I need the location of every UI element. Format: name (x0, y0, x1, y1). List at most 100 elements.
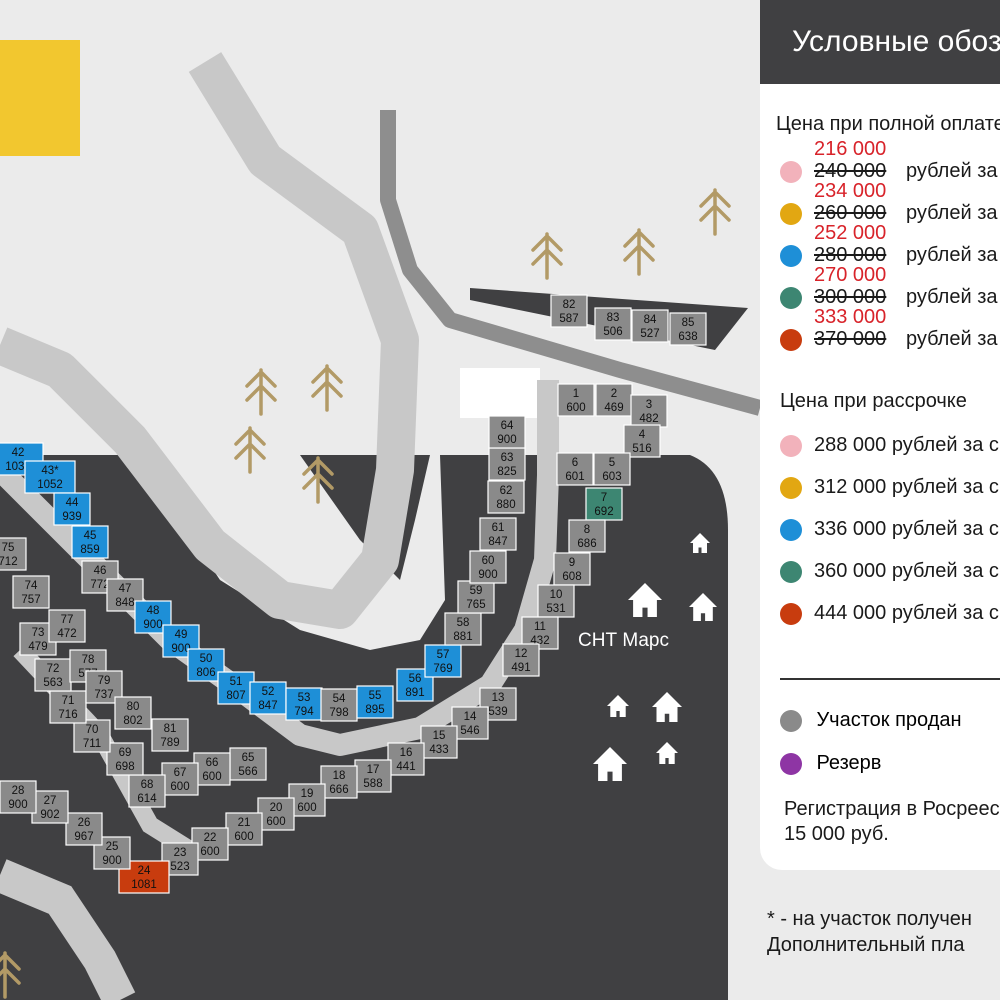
lot-shape[interactable] (0, 780, 37, 814)
lot-shape[interactable] (593, 452, 631, 486)
lot-shape[interactable] (451, 706, 489, 740)
lot-shape[interactable] (225, 812, 263, 846)
lot-shape[interactable] (420, 725, 458, 759)
lot-shape[interactable] (73, 719, 111, 753)
lot-shape[interactable] (285, 687, 323, 721)
lot-shape[interactable] (65, 812, 103, 846)
lot-shape[interactable] (631, 309, 669, 343)
lot-shape[interactable] (387, 742, 425, 776)
lot-43-star[interactable]: 43*1052 (24, 460, 76, 494)
lot-shape[interactable] (106, 742, 144, 776)
lot-shape[interactable] (229, 747, 267, 781)
lot-shape[interactable] (114, 696, 152, 730)
lot-shape[interactable] (354, 759, 392, 793)
lot-shape[interactable] (550, 294, 588, 328)
lot-shape[interactable] (488, 447, 526, 481)
lot-shape[interactable] (0, 537, 27, 571)
lot-shape[interactable] (469, 550, 507, 584)
lot-shape[interactable] (161, 762, 199, 796)
lot-shape[interactable] (669, 312, 707, 346)
lot-shape[interactable] (48, 609, 86, 643)
lot-shape[interactable] (595, 383, 633, 417)
lot-shape[interactable] (553, 552, 591, 586)
lot-shape[interactable] (128, 774, 166, 808)
lot-shape[interactable] (320, 765, 358, 799)
lot-shape[interactable] (556, 452, 594, 486)
lot-shape[interactable] (537, 584, 575, 618)
lot-shape[interactable] (568, 519, 606, 553)
lot-shape[interactable] (34, 658, 72, 692)
lot-shape[interactable] (31, 790, 69, 824)
lot-shape[interactable] (424, 644, 462, 678)
lot-shape[interactable] (630, 394, 668, 428)
lot-shape[interactable] (623, 424, 661, 458)
lot-shape[interactable] (24, 460, 76, 494)
lot-shape[interactable] (356, 685, 394, 719)
lot-shape[interactable] (53, 492, 91, 526)
lot-shape[interactable] (396, 668, 434, 702)
lot-shape[interactable] (71, 525, 109, 559)
lot-shape[interactable] (594, 307, 632, 341)
lot-shape[interactable] (487, 480, 525, 514)
lot-shape[interactable] (49, 690, 87, 724)
lot-shape[interactable] (502, 643, 540, 677)
lot-shape[interactable] (488, 415, 526, 449)
lot-shape[interactable] (249, 681, 287, 715)
lot-shape[interactable] (193, 752, 231, 786)
lot-shape[interactable] (457, 580, 495, 614)
lot-shape[interactable] (557, 383, 595, 417)
lot-shape[interactable] (151, 718, 189, 752)
